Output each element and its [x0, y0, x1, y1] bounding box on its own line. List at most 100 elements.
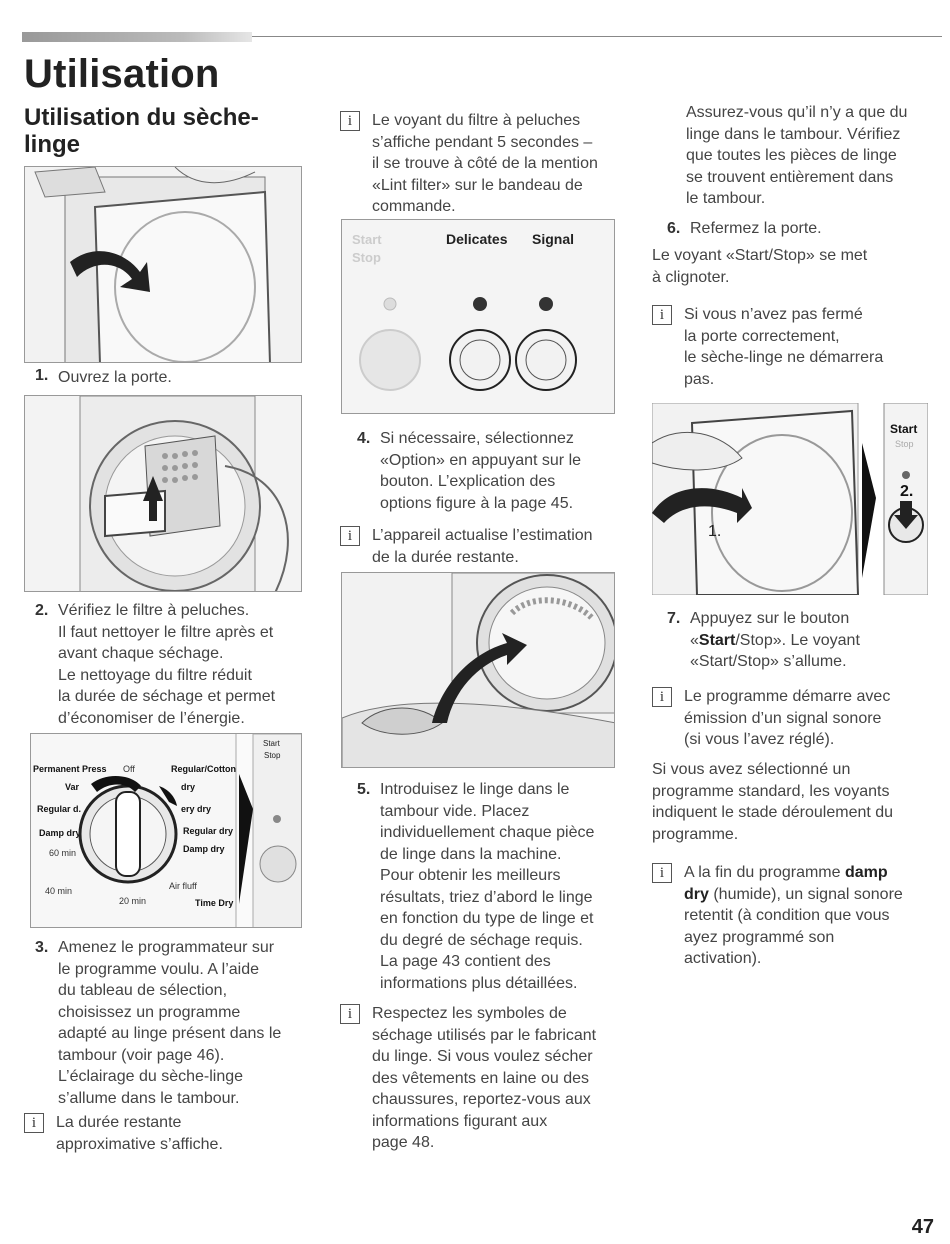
- info-icon: i: [340, 526, 360, 546]
- panel-delicates: Delicates: [446, 231, 508, 247]
- text-line: chaussures, reportez-vous aux: [372, 1091, 591, 1108]
- text-line: que toutes les pièces de linge: [686, 147, 897, 164]
- text-line: tambour vide. Placez: [380, 802, 530, 820]
- text-line: «Lint filter» sur le bandeau de: [372, 176, 583, 194]
- step-number: 2.: [35, 602, 49, 619]
- text-line: individuellement chaque pièce: [380, 824, 595, 841]
- text-line: du degré de séchage requis.: [380, 931, 583, 949]
- text-line: la durée de séchage et permet: [58, 688, 276, 705]
- text-line: avant chaque séchage.: [58, 645, 224, 662]
- text-line: pas.: [684, 370, 715, 388]
- dial-label-damp-left: Damp dry: [39, 828, 81, 838]
- text-line: de linge dans la machine.: [380, 845, 562, 863]
- text-line: L’éclairage du sèche-linge: [58, 1068, 244, 1085]
- text-line: de la durée restante.: [372, 548, 519, 566]
- text-line: options figure à la page 45.: [380, 494, 574, 512]
- damp-keyword: damp: [844, 864, 888, 881]
- text-line: indiquent le stade déroulement du: [652, 804, 894, 821]
- text-line: s’affiche pendant 5 secondes –: [372, 133, 593, 151]
- info-icon: i: [340, 111, 360, 131]
- intro-paragraph: Assurez-vous qu’il n’y a que du linge da…: [686, 102, 941, 210]
- info-text: Respectez les symboles de séchage utilis…: [340, 1003, 625, 1154]
- step-number: 3.: [35, 939, 49, 956]
- text-line: tambour (voir page 46).: [58, 1046, 225, 1064]
- text-line: L’appareil actualise l’estimation: [372, 527, 593, 544]
- text-line: «Start/Stop». Le voyant: [690, 630, 938, 652]
- dial-label-damp-right: Damp dry: [183, 844, 225, 854]
- step-7: 7. Appuyez sur le bouton «Start/Stop». L…: [667, 608, 938, 673]
- text-line: activation).: [684, 950, 762, 967]
- dial-label-20: 20 min: [119, 896, 146, 906]
- text-line: Le voyant «Start/Stop» se met: [652, 247, 868, 264]
- figure-control-panel: Start Stop Delicates Signal: [341, 219, 615, 414]
- text-line: séchage utilisés par le fabricant: [372, 1026, 597, 1044]
- text-line: commande.: [372, 198, 456, 215]
- step-number: 6.: [667, 220, 681, 237]
- text-line: «Option» en appuyant sur le: [380, 451, 582, 469]
- info-note: i L’appareil actualise l’estimation de l…: [340, 525, 625, 568]
- text-line: dry (humide), un signal sonore: [684, 884, 942, 906]
- info-note: i Respectez les symboles de séchage util…: [340, 1003, 625, 1154]
- start-keyword: Start: [698, 631, 736, 649]
- text-line: Appuyez sur le bouton: [690, 610, 850, 627]
- side-stop: Stop: [264, 751, 281, 760]
- step-text: Introduisez le linge dans le tambour vid…: [358, 779, 626, 994]
- step-6: 6. Refermez la porte.: [667, 218, 938, 240]
- text-line: du tableau de sélection,: [58, 982, 228, 999]
- text-line: page 48.: [372, 1134, 435, 1151]
- dial-label-very-dry: ery dry: [181, 804, 211, 814]
- dial-label-timedry: Time Dry: [195, 898, 233, 908]
- info-icon: i: [340, 1004, 360, 1024]
- text-line: approximative s’affiche.: [56, 1135, 223, 1153]
- info-text: La durée restante approximative s’affich…: [24, 1112, 314, 1155]
- figure-close-start: 1. Start Stop 2.: [652, 403, 928, 595]
- step-5: 5. Introduisez le linge dans le tambour …: [357, 779, 626, 994]
- step-text: Refermez la porte.: [690, 220, 822, 237]
- text-line: en fonction du type de linge et: [380, 910, 594, 927]
- info-icon: i: [652, 305, 672, 325]
- text-line: Il faut nettoyer le filtre après et: [58, 623, 274, 641]
- dry-keyword: dry: [684, 885, 709, 903]
- text-line: adapté au linge présent dans le: [58, 1025, 282, 1042]
- text-line: des vêtements en laine ou des: [372, 1069, 590, 1087]
- step-number: 5.: [357, 781, 371, 798]
- step-number: 7.: [667, 610, 681, 627]
- panel-start: Start: [352, 232, 382, 247]
- text-line: Le nettoyage du filtre réduit: [58, 666, 252, 684]
- step-text: Appuyez sur le bouton «Start/Stop». Le v…: [668, 608, 938, 673]
- info-note: i Le voyant du filtre à peluches s’affic…: [340, 110, 625, 218]
- text-line: d’économiser de l’énergie.: [58, 709, 245, 727]
- dial-label-regular: Regular d.: [37, 804, 81, 814]
- text-line: Si vous n’avez pas fermé: [684, 306, 863, 323]
- text-line: Si nécessaire, sélectionnez: [380, 430, 574, 447]
- step-1: 1. Ouvrez la porte.: [35, 367, 318, 389]
- text-line: La durée restante: [56, 1114, 182, 1131]
- step-text: Vérifiez le filtre à peluches. Il faut n…: [36, 600, 326, 729]
- text-line: informations figurant aux: [372, 1112, 548, 1130]
- step-number: 4.: [357, 430, 371, 447]
- text-line: La page 43 contient des: [380, 953, 551, 970]
- info-icon: i: [24, 1113, 44, 1133]
- text-line: informations plus détaillées.: [380, 974, 578, 992]
- step-text: Amenez le programmateur sur le programme…: [36, 937, 326, 1109]
- info-text: L’appareil actualise l’estimation de la …: [340, 525, 625, 568]
- info-note: i Le programme démarre avec émission d’u…: [652, 686, 937, 751]
- text-line: ayez programmé son: [684, 928, 835, 946]
- text-line: du linge. Si vous voulez sécher: [372, 1048, 593, 1065]
- step-number: 1.: [35, 367, 49, 384]
- panel-stop: Stop: [352, 250, 381, 265]
- standard-program-paragraph: Si vous avez sélectionné un programme st…: [652, 759, 942, 845]
- info-text: Si vous n’avez pas fermé la porte correc…: [652, 304, 937, 390]
- section-title: Utilisation du sèche-linge: [24, 104, 259, 158]
- text-fragment: (humide), un signal sonore: [708, 885, 903, 903]
- after-step-6: Le voyant «Start/Stop» se met à clignote…: [652, 245, 937, 288]
- text-line: Respectez les symboles de: [372, 1005, 567, 1022]
- text-line: (si vous l’avez réglé).: [684, 731, 835, 748]
- text-fragment: /Stop». Le voyant: [735, 631, 860, 649]
- text-line: se trouvent entièrement dans: [686, 168, 894, 186]
- text-line: programme.: [652, 825, 739, 843]
- text-line: Vérifiez le filtre à peluches.: [58, 602, 250, 619]
- info-note: i La durée restante approximative s’affi…: [24, 1112, 314, 1155]
- figure-lint-filter: [24, 395, 302, 592]
- text-line: le programme voulu. A l’aide: [58, 960, 259, 978]
